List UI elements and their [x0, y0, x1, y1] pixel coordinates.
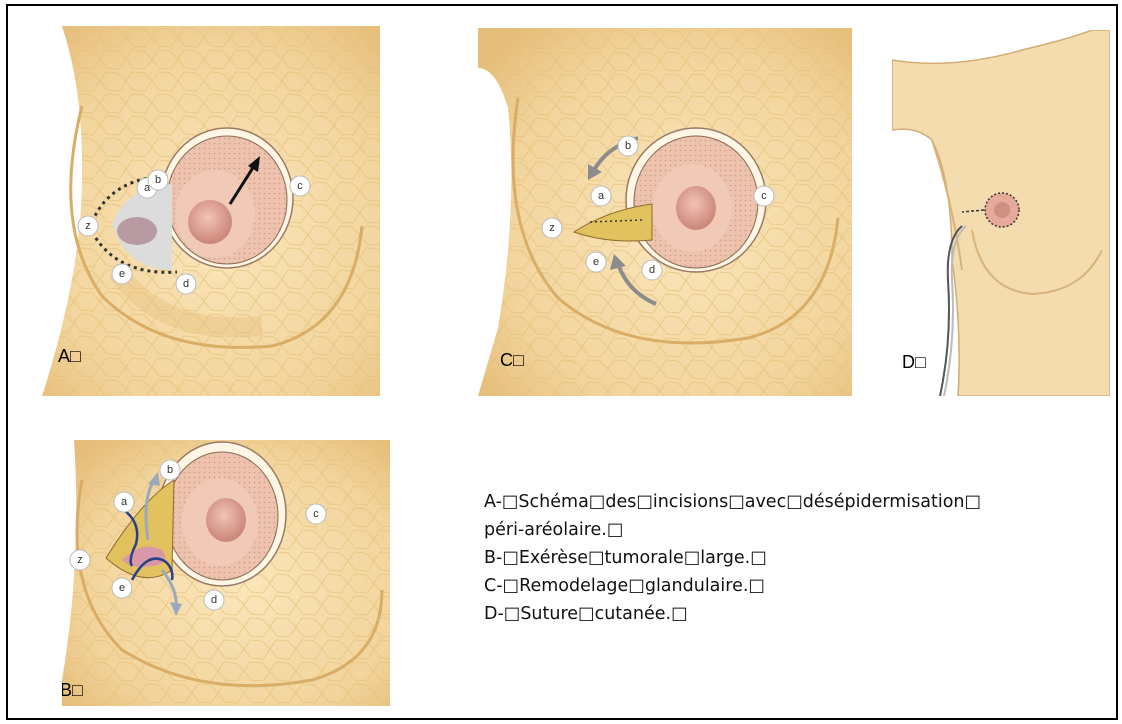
- marker-b-panel-a: b: [148, 170, 168, 190]
- panel-b-label: B□: [62, 680, 83, 701]
- caption-line-b: B-□Exérèse□tumorale□large.□: [484, 544, 981, 572]
- svg-text:d: d: [649, 264, 655, 276]
- caption-line-d: D-□Suture□cutanée.□: [484, 600, 981, 628]
- svg-text:z: z: [549, 222, 555, 234]
- marker-c-panel-c: c: [754, 186, 774, 206]
- marker-a-panel-c: a: [591, 186, 611, 206]
- marker-z-panel-b: z: [70, 550, 90, 570]
- svg-text:b: b: [625, 140, 631, 152]
- svg-text:d: d: [183, 278, 189, 290]
- svg-text:z: z: [77, 554, 83, 566]
- svg-text:z: z: [85, 220, 91, 232]
- panel-d-illustration: D□: [892, 30, 1110, 396]
- marker-z-panel-a: z: [78, 216, 98, 236]
- marker-c-panel-a: c: [290, 176, 310, 196]
- caption-line-a: A-□Schéma□des□incisions□avec□désépidermi…: [484, 488, 981, 516]
- svg-text:e: e: [119, 268, 125, 280]
- panel-c-label: C□: [500, 350, 524, 371]
- svg-text:a: a: [598, 190, 605, 202]
- svg-text:c: c: [297, 180, 303, 192]
- marker-b-panel-c: b: [618, 136, 638, 156]
- svg-text:c: c: [313, 508, 319, 520]
- svg-text:b: b: [155, 174, 161, 186]
- marker-a-panel-b: a: [114, 492, 134, 512]
- marker-e-panel-a: e: [112, 264, 132, 284]
- svg-text:e: e: [593, 256, 599, 268]
- svg-text:e: e: [119, 582, 125, 594]
- panel-b-illustration: a b c d e z B□: [62, 440, 390, 706]
- legend-caption: A-□Schéma□des□incisions□avec□désépidermi…: [484, 488, 981, 628]
- marker-d-panel-b: d: [204, 590, 224, 610]
- panel-d-label: D□: [902, 352, 926, 373]
- marker-z-panel-c: z: [542, 218, 562, 238]
- svg-text:d: d: [211, 594, 217, 606]
- svg-text:c: c: [761, 190, 767, 202]
- svg-text:a: a: [121, 496, 128, 508]
- panel-a-label: A□: [58, 346, 81, 367]
- marker-b-panel-b: b: [160, 460, 180, 480]
- marker-d-panel-a: d: [176, 274, 196, 294]
- marker-e-panel-b: e: [112, 578, 132, 598]
- svg-text:b: b: [167, 464, 173, 476]
- marker-e-panel-c: e: [586, 252, 606, 272]
- marker-c-panel-b: c: [306, 504, 326, 524]
- caption-line-a-cont: péri-aréolaire.□: [484, 516, 981, 544]
- marker-d-panel-c: d: [642, 260, 662, 280]
- panel-c-illustration: a b c d e z C□: [478, 28, 852, 396]
- caption-line-c: C-□Remodelage□glandulaire.□: [484, 572, 981, 600]
